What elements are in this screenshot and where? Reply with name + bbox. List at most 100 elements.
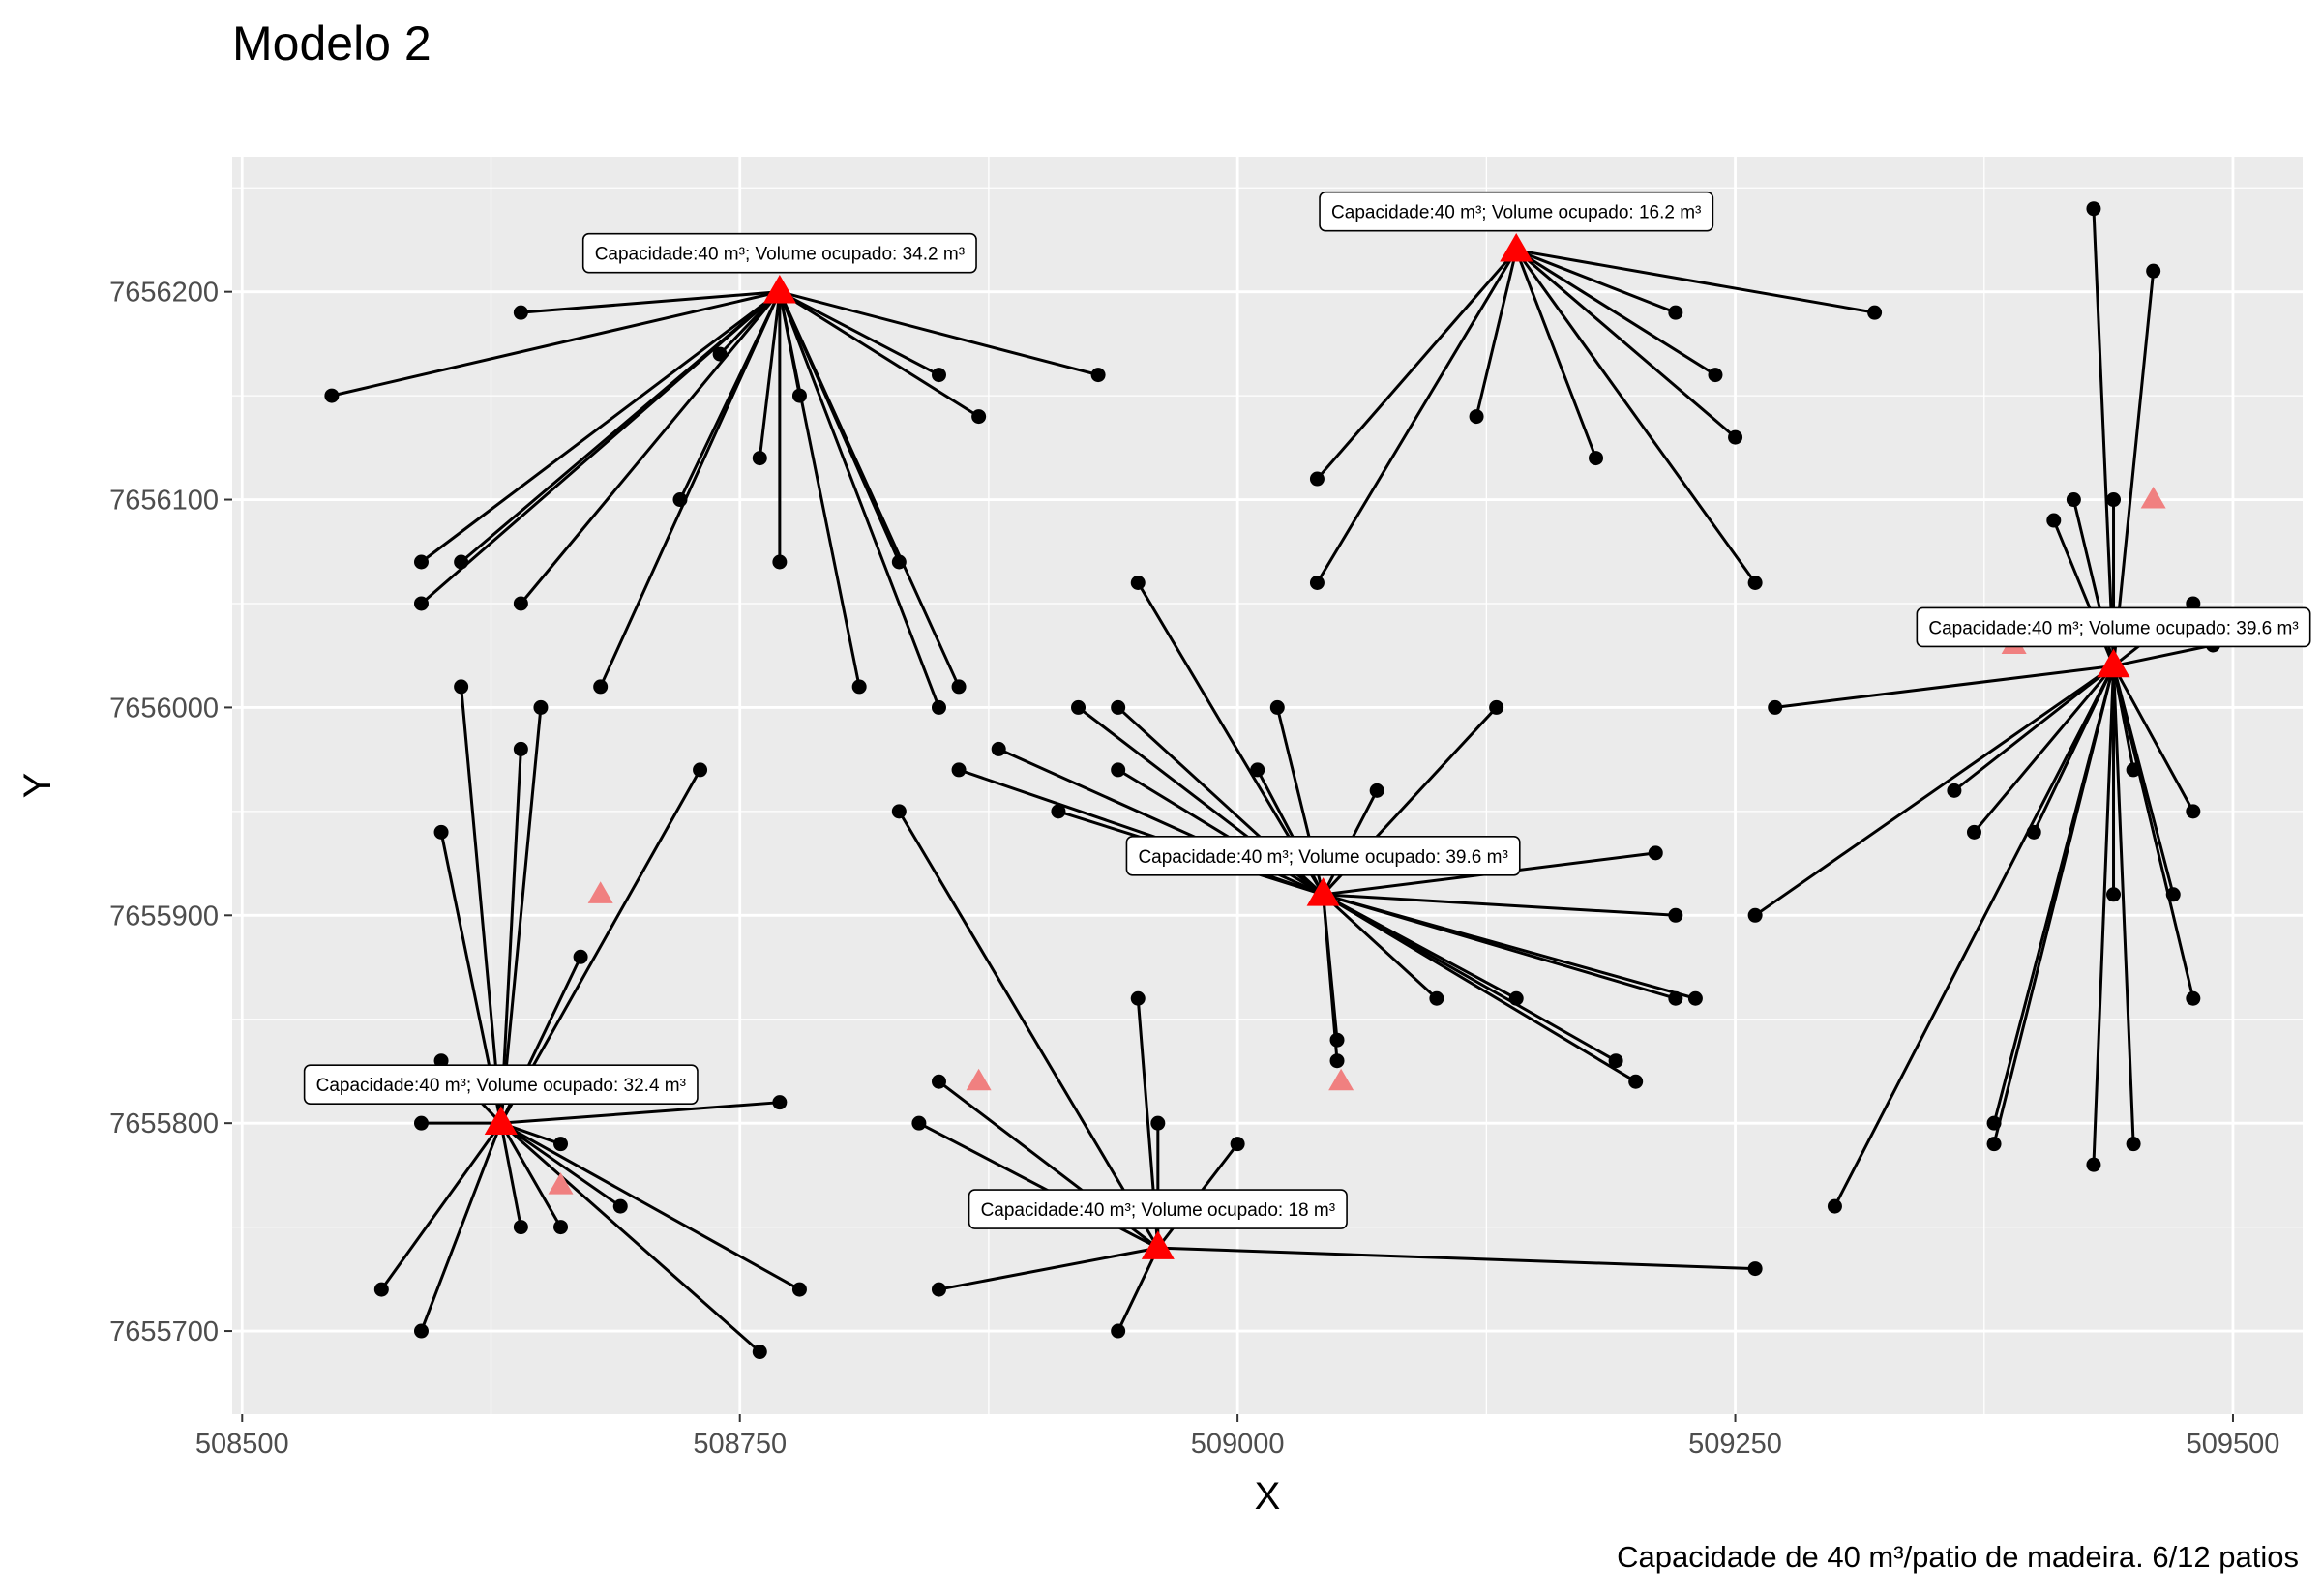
- selected-patio-marker: [1141, 1230, 1175, 1259]
- data-point: [1648, 845, 1663, 861]
- data-point: [1111, 699, 1126, 715]
- data-point: [324, 388, 340, 403]
- data-point: [413, 1115, 429, 1131]
- data-point: [553, 1220, 569, 1235]
- data-point: [513, 1220, 528, 1235]
- data-point: [911, 1115, 927, 1131]
- y-tick-label: 7655900: [109, 901, 219, 931]
- data-point: [1429, 990, 1444, 1006]
- patio-label: Capacidade:40 m³; Volume ocupado: 39.6 m…: [1916, 606, 2311, 648]
- data-point: [413, 1323, 429, 1339]
- data-point: [1489, 699, 1504, 715]
- data-point: [2106, 492, 2122, 508]
- unselected-patio-marker: [2140, 487, 2166, 509]
- data-point: [533, 699, 549, 715]
- data-point: [373, 1282, 389, 1297]
- data-point: [1966, 824, 1981, 840]
- selected-patio-marker: [484, 1106, 518, 1135]
- y-tick-label: 7656200: [109, 278, 219, 309]
- data-point: [1687, 990, 1703, 1006]
- data-point: [413, 596, 429, 611]
- y-axis-title: Y: [16, 773, 59, 799]
- data-point: [1329, 1032, 1345, 1048]
- assignment-line: [1316, 249, 1518, 481]
- assignment-line: [1774, 664, 2114, 709]
- patio-label-box: [1916, 606, 2311, 648]
- data-point: [891, 554, 907, 570]
- data-point: [1150, 1115, 1166, 1131]
- assignment-line: [1973, 665, 2115, 834]
- data-point: [1508, 990, 1524, 1006]
- data-point: [752, 1345, 767, 1360]
- patio-label: Capacidade:40 m³; Volume ocupado: 32.4 m…: [303, 1064, 699, 1105]
- data-point: [672, 492, 688, 508]
- x-tick-label: 508500: [195, 1429, 289, 1460]
- assignment-line: [380, 1122, 503, 1290]
- assignment-line: [500, 1101, 780, 1125]
- assignment-line: [420, 1122, 503, 1332]
- data-point: [433, 824, 449, 840]
- data-point: [1111, 1323, 1126, 1339]
- data-point: [2186, 804, 2201, 819]
- data-point: [1469, 409, 1484, 425]
- patio-label: Capacidade:40 m³; Volume ocupado: 16.2 m…: [1319, 191, 1714, 232]
- data-point: [752, 451, 767, 466]
- data-point: [772, 554, 788, 570]
- patio-label-text: Capacidade:40 m³; Volume ocupado: 32.4 m…: [316, 1076, 686, 1096]
- assignment-line: [499, 1122, 562, 1228]
- x-axis-ticks: 508500 508750 509000 509250 509500: [195, 1414, 2279, 1460]
- y-tick-label: 7656100: [109, 486, 219, 517]
- data-point: [1369, 783, 1384, 798]
- data-point: [1130, 990, 1146, 1006]
- data-point: [1309, 575, 1325, 590]
- assignment-line: [938, 1246, 1159, 1291]
- assignment-line: [499, 1122, 761, 1353]
- assignment-line: [499, 1122, 522, 1227]
- data-point: [1668, 990, 1683, 1006]
- assignment-line: [1322, 894, 1339, 1061]
- x-tick-label: 509000: [1191, 1429, 1285, 1460]
- assignment-line: [521, 290, 780, 314]
- assignment-line: [1316, 249, 1518, 584]
- assignment-line: [2092, 665, 2116, 1166]
- data-point: [2126, 1137, 2141, 1152]
- data-point: [1827, 1198, 1842, 1214]
- assignment-line: [1514, 249, 1757, 584]
- x-tick-label: 509250: [1688, 1429, 1782, 1460]
- data-point: [1986, 1115, 2002, 1131]
- data-point: [1309, 471, 1325, 487]
- x-axis-title: X: [1255, 1475, 1281, 1518]
- x-tick-label: 509500: [2187, 1429, 2280, 1460]
- x-tick-label: 508750: [693, 1429, 787, 1460]
- assignment-line: [2112, 665, 2195, 813]
- assignment-line: [2112, 271, 2156, 666]
- assignment-line: [331, 290, 781, 398]
- patio-label-text: Capacidade:40 m³; Volume ocupado: 34.2 m…: [595, 245, 965, 265]
- data-point: [1250, 762, 1265, 778]
- assignment-line: [1322, 893, 1438, 1000]
- data-point: [1090, 368, 1106, 383]
- data-point: [971, 409, 987, 425]
- patio-label-text: Capacidade:40 m³; Volume ocupado: 39.6 m…: [1928, 618, 2298, 638]
- assignment-line: [1515, 249, 1875, 314]
- data-point: [513, 305, 528, 320]
- data-point: [1269, 699, 1285, 715]
- y-tick-label: 7655800: [109, 1108, 219, 1139]
- assignment-line: [1952, 665, 2115, 792]
- assignment-line: [758, 291, 782, 458]
- data-point: [1051, 804, 1066, 819]
- patio-label-box: [303, 1064, 699, 1105]
- unselected-patio-marker: [587, 881, 613, 903]
- assignment-line: [1116, 1247, 1160, 1332]
- y-axis-ticks: 7655700765580076559007656000765610076562…: [109, 278, 232, 1347]
- data-point: [693, 762, 708, 778]
- assignment-line: [1992, 665, 2115, 1145]
- data-point: [1628, 1074, 1644, 1089]
- data-point: [1986, 1137, 2002, 1152]
- data-point: [1668, 907, 1683, 923]
- data-point: [513, 596, 528, 611]
- assignment-line: [500, 1121, 801, 1291]
- data-point: [1111, 762, 1126, 778]
- assignment-line: [778, 291, 861, 688]
